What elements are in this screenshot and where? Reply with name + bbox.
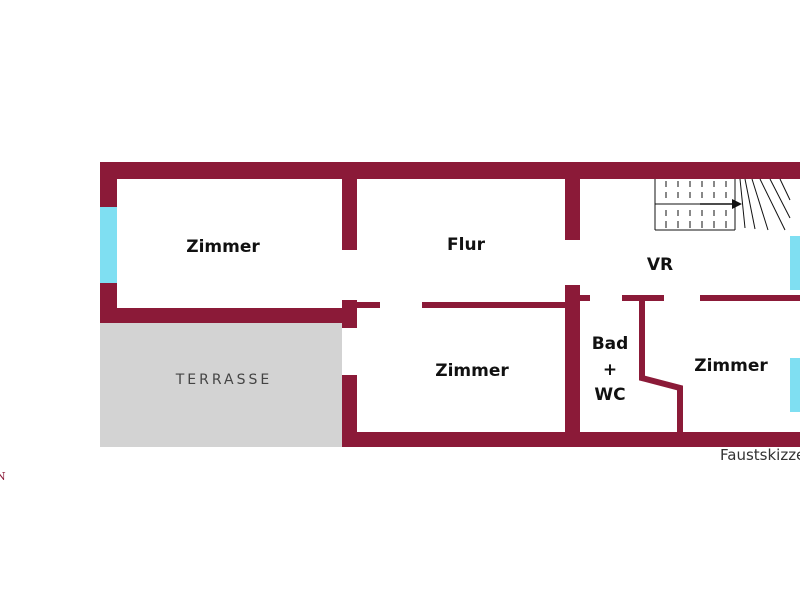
arrow-right-icon	[700, 199, 742, 209]
window-east-lower	[790, 358, 800, 412]
wall-partition-1-lower	[342, 375, 357, 447]
wall-left-upper	[100, 162, 117, 207]
room-label-zimmer-center: Zimmer	[435, 361, 509, 381]
wall-bad-east	[639, 298, 683, 434]
room-label-wc: WC	[594, 385, 625, 405]
wall-zimmer-east-north	[700, 295, 800, 301]
wall-zimmer-south	[100, 308, 355, 323]
window-west	[100, 207, 117, 283]
wall-flur-south	[422, 302, 567, 308]
window-east-upper	[790, 236, 800, 290]
walls	[100, 162, 800, 447]
room-label-plus: +	[603, 360, 617, 380]
wall-partition-2-lower	[565, 285, 580, 447]
room-label-zimmer-nw: Zimmer	[186, 237, 260, 257]
room-label-vr: VR	[647, 255, 673, 275]
edge-mark: N	[0, 470, 6, 483]
room-label-bad: Bad	[592, 334, 629, 354]
wall-top	[100, 162, 800, 179]
wall-flur-south-stub	[342, 302, 380, 308]
room-label-flur: Flur	[447, 235, 486, 255]
wall-vr-south-stub	[580, 295, 590, 301]
staircase-icon	[654, 178, 791, 231]
terrace-label: TERRASSE	[175, 372, 272, 388]
plan-caption: Faustskizze	[720, 446, 800, 464]
wall-partition-1-upper	[342, 162, 357, 250]
room-label-zimmer-east: Zimmer	[694, 356, 768, 376]
wall-partition-2-upper	[565, 162, 580, 240]
terrace-area	[100, 323, 342, 447]
